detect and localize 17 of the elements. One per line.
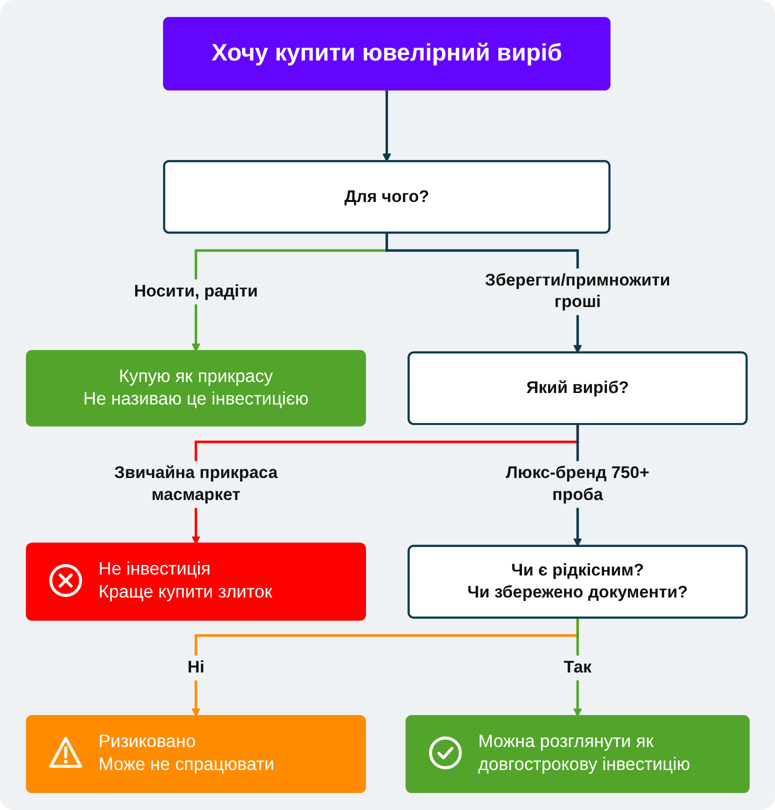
node-text: Який виріб?: [526, 377, 629, 400]
node-text: Купую як прикрасу Не називаю це інвестицією: [83, 364, 308, 412]
question-box: [407, 544, 748, 619]
arrow: [382, 90, 391, 162]
start-box: [162, 16, 610, 91]
node-text: Хочу купити ювелірний виріб: [211, 39, 562, 70]
node-text: Ризиковано Може не спрацювати: [98, 730, 274, 776]
result-box: [26, 715, 366, 794]
result-box: [26, 350, 366, 426]
question-box: [162, 160, 610, 234]
node-text: Можна розглянути як довгострокову інвестицію: [478, 730, 691, 776]
result-box: [26, 542, 366, 621]
question-box: [407, 351, 748, 425]
node-text: Не інвестиція Краще купити злиток: [98, 558, 272, 604]
result-box: [405, 715, 750, 794]
node-text: Чи є рідкісним? Чи збережено документи?: [467, 560, 688, 604]
node-text: Для чого?: [344, 186, 429, 208]
